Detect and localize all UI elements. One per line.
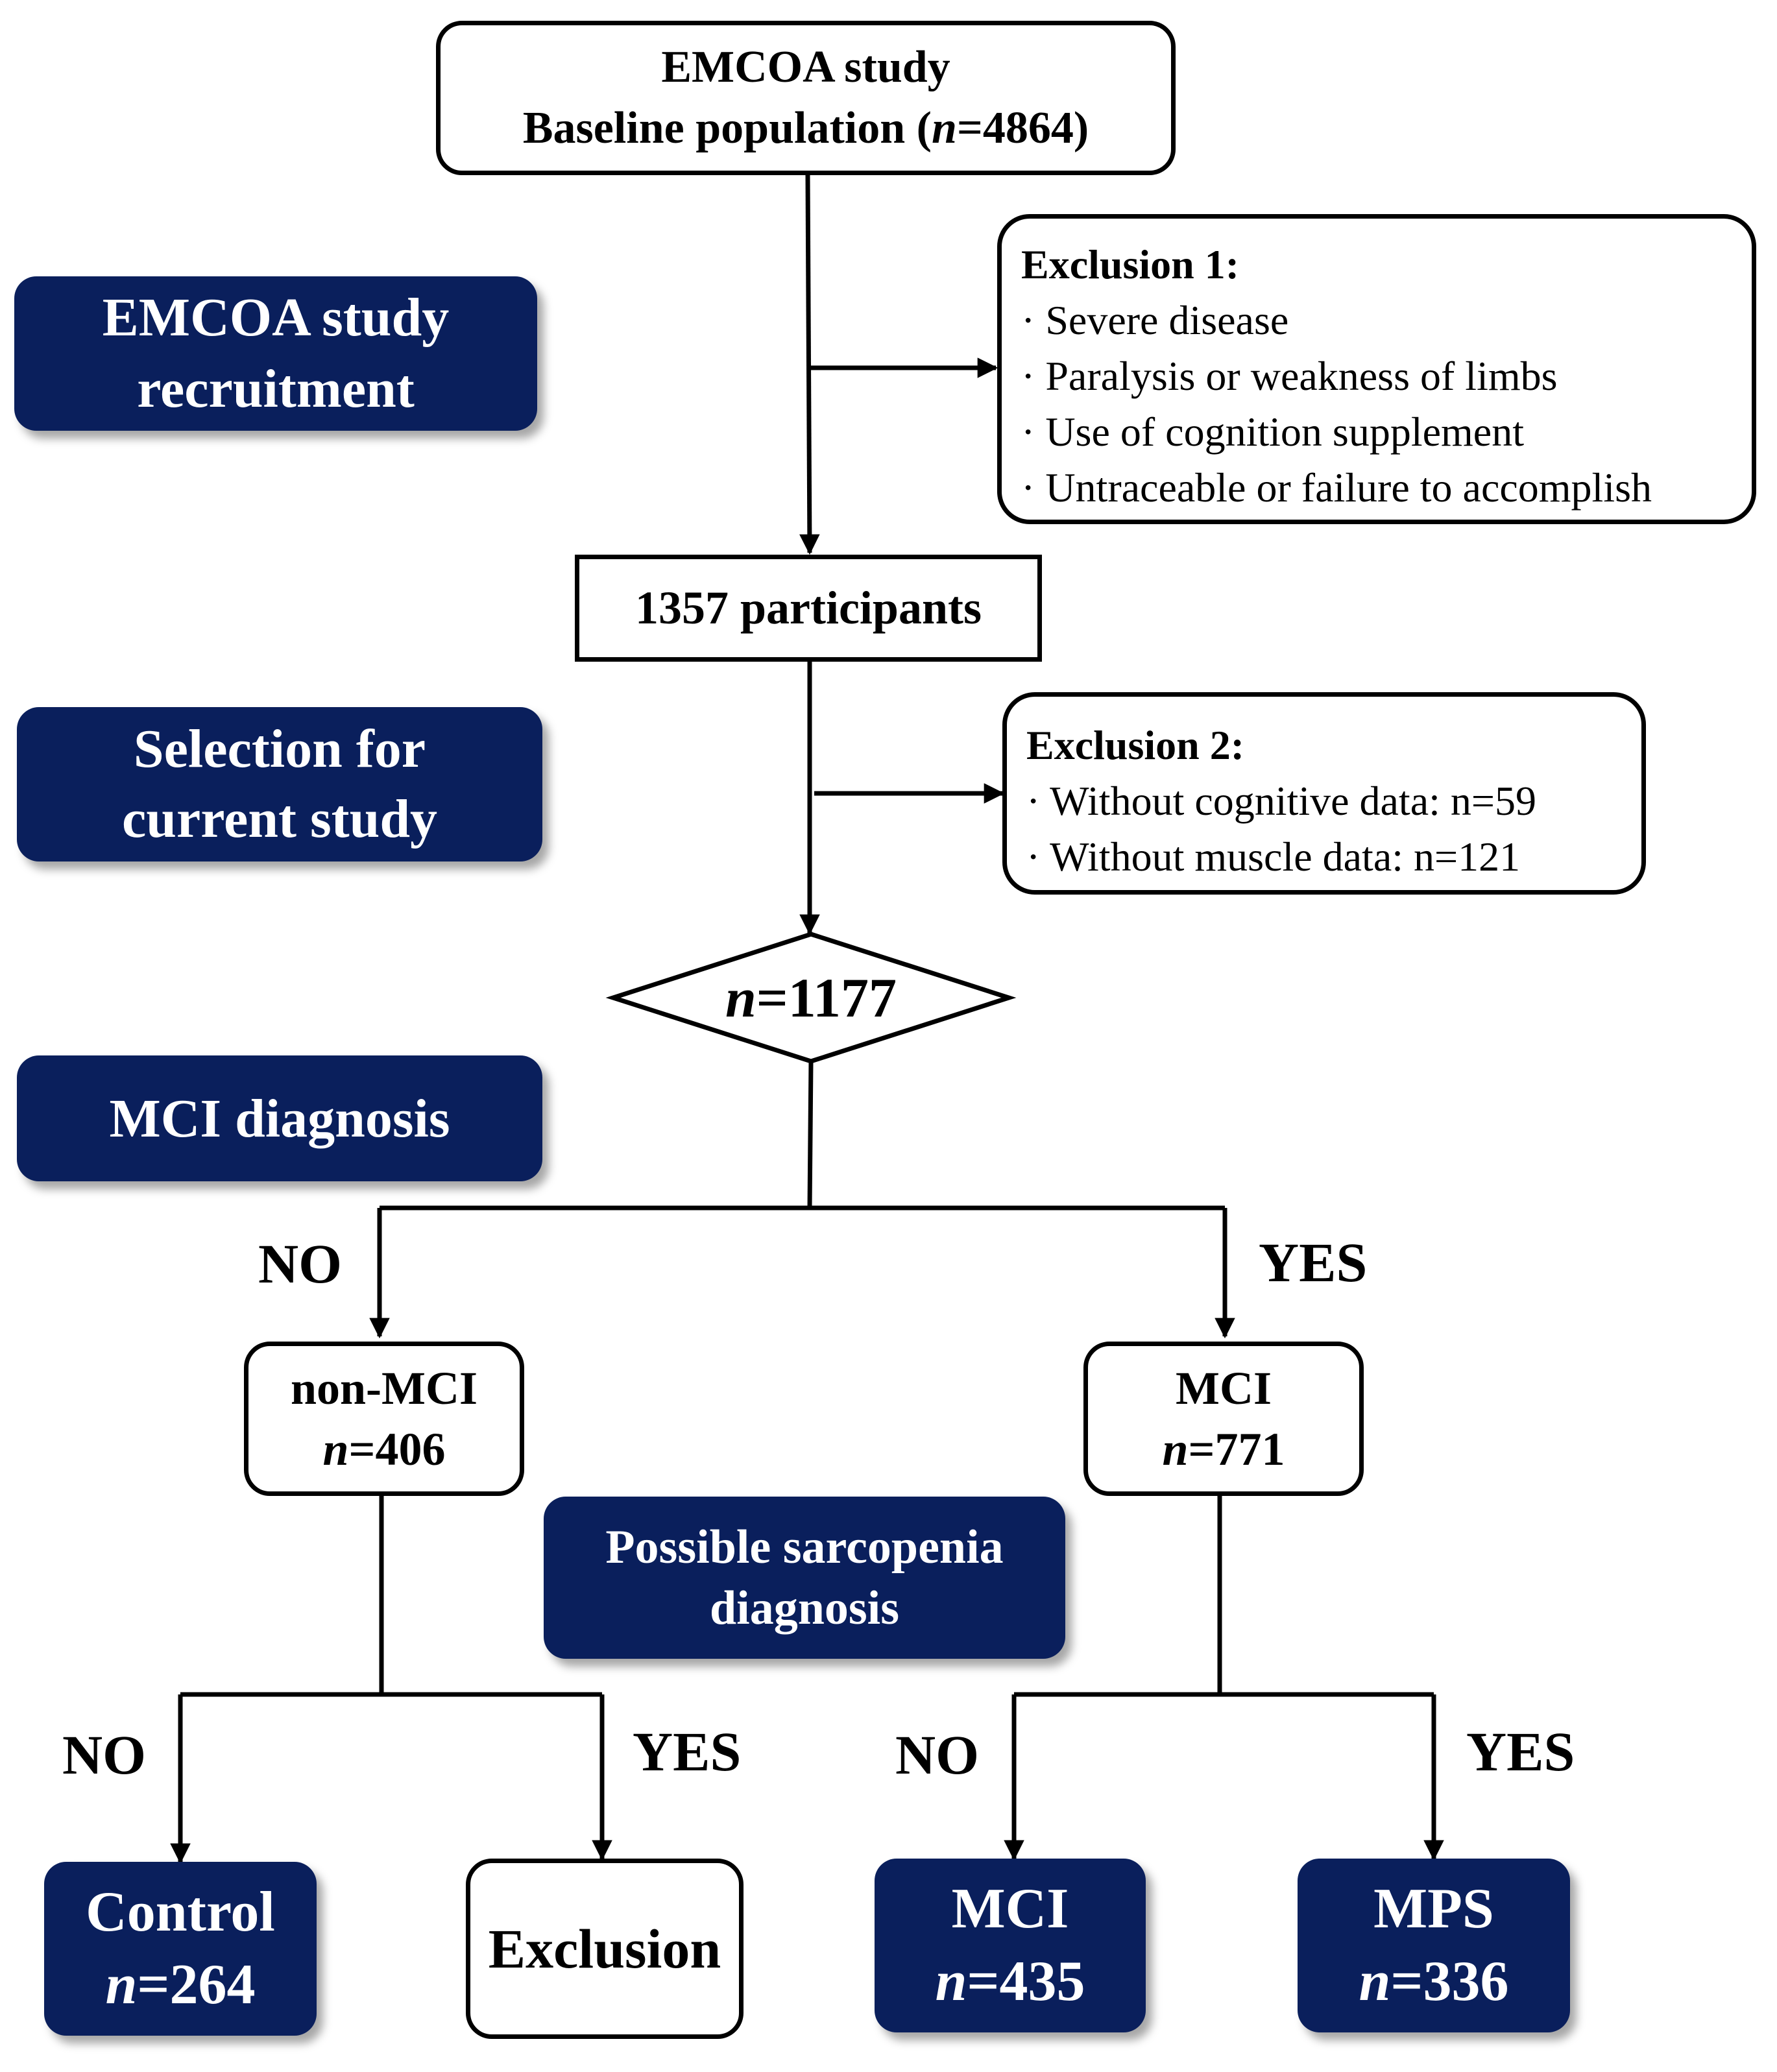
exclusion2-box: Exclusion 2: · Without cognitive data: n… — [1002, 692, 1646, 895]
participants-box: 1357 participants — [575, 555, 1042, 662]
branch-label-yes: YES — [1259, 1231, 1368, 1294]
connector-diamond-down — [807, 1062, 814, 1209]
outcome-mps: MPS n=336 — [1298, 1859, 1570, 2032]
outcome-exclusion: Exclusion — [466, 1859, 743, 2039]
exclusion1-box: Exclusion 1: · Severe disease · Paralysi… — [997, 214, 1756, 524]
exclusion1-item: · Paralysis or weakness of limbs — [1021, 353, 1558, 399]
study-title: EMCOA study — [661, 42, 950, 92]
exclusion2-item: · Without muscle data: n=121 — [1026, 834, 1521, 880]
outcome-control: Control n=264 — [44, 1862, 317, 2036]
mci-box: MCI n=771 — [1083, 1342, 1364, 1496]
exclusion1-title: Exclusion 1: — [1021, 241, 1240, 287]
outcome-mci: MCI n=435 — [875, 1859, 1146, 2032]
phase-sarcopenia-diagnosis: Possible sarcopenia diagnosis — [544, 1497, 1065, 1659]
participants-count: 1357 participants — [635, 582, 982, 634]
branch-label-no: NO — [895, 1724, 979, 1786]
non-mci-count: n=406 — [322, 1423, 446, 1475]
diamond-label: n=1177 — [725, 967, 897, 1029]
exclusion1-item: · Untraceable or failure to accomplish — [1021, 464, 1652, 511]
branch-label-no: NO — [258, 1233, 342, 1295]
exclusion1-item: · Use of cognition supplement — [1021, 409, 1524, 455]
mci-label: MCI — [1176, 1362, 1272, 1414]
exclusion1-item: · Severe disease — [1021, 297, 1289, 343]
exclusion2-title: Exclusion 2: — [1026, 722, 1245, 768]
diamond-shape — [605, 932, 1017, 1064]
branch-label-yes: YES — [633, 1720, 742, 1783]
connector-study-to-participants — [799, 175, 820, 555]
branch-label-yes: YES — [1466, 1720, 1575, 1783]
phase-selection: Selection for current study — [17, 707, 542, 861]
phase-recruitment: EMCOA study recruitment — [14, 276, 537, 431]
phase-mci-diagnosis: MCI diagnosis — [17, 1055, 542, 1181]
mci-count: n=771 — [1162, 1423, 1285, 1475]
non-mci-box: non-MCI n=406 — [244, 1342, 524, 1496]
study-baseline-population: Baseline population (n=4864) — [522, 103, 1089, 153]
study-baseline-box: EMCOA study Baseline population (n=4864) — [436, 21, 1176, 175]
non-mci-label: non-MCI — [290, 1362, 478, 1414]
exclusion2-item: · Without cognitive data: n=59 — [1026, 778, 1536, 824]
branch-label-no: NO — [62, 1724, 146, 1786]
